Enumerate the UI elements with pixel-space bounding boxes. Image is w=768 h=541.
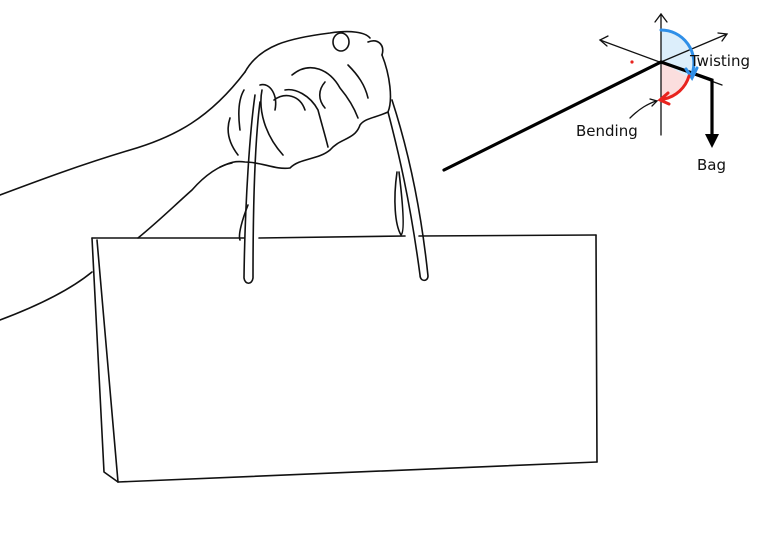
bag-left-side-outer — [91, 237, 119, 483]
left-handle — [243, 94, 261, 285]
bag-top-edge-right — [418, 234, 597, 237]
bag-left-side-inner — [96, 239, 119, 483]
bending-pointer-arrowhead — [649, 98, 659, 107]
finger-3-edge — [284, 88, 329, 148]
handle-line — [442, 60, 663, 172]
bending-pointer — [629, 100, 657, 119]
force-diagram: Twisting Bending Bag — [442, 12, 750, 174]
wrist-outline — [137, 162, 233, 239]
bag-bottom-edge — [117, 461, 598, 483]
bending-fill — [661, 62, 690, 100]
finger-4-crease — [318, 81, 326, 109]
bending-label: Bending — [576, 122, 638, 140]
finger-1 — [238, 89, 245, 131]
finger-3 — [273, 94, 306, 111]
bag-handles — [238, 94, 429, 285]
twisting-label: Twisting — [689, 52, 750, 70]
finger-2 — [259, 83, 277, 111]
twisting-arc — [659, 28, 696, 76]
marker-dot — [630, 60, 634, 64]
finger-2-edge — [260, 89, 284, 156]
bag-arrowhead-icon — [705, 134, 719, 148]
arm-upper-outline — [0, 71, 246, 196]
finger-1-curve — [227, 117, 239, 156]
bag-right-edge — [595, 234, 598, 463]
bag-top-edge-mid — [258, 235, 406, 239]
hand-top — [244, 30, 371, 73]
finger-4 — [291, 66, 359, 119]
palm-line — [347, 64, 369, 99]
right-handle-loop — [394, 171, 404, 236]
bending-arrowhead-icon — [657, 91, 671, 106]
arm — [0, 71, 246, 321]
thumb-tip — [332, 32, 350, 52]
left-handle-fold — [238, 204, 249, 241]
depth-axis-arrowhead — [717, 32, 729, 42]
bag-body — [91, 234, 598, 483]
bag-label: Bag — [697, 156, 726, 174]
twisting-arrowhead-icon — [684, 66, 699, 81]
vertical-axis-arrowhead — [654, 12, 668, 23]
horizontal-axis-arrowhead-left — [598, 35, 609, 47]
depth-axis — [660, 33, 728, 63]
knuckle — [367, 40, 384, 56]
hand — [219, 30, 392, 170]
bag-load-line — [659, 60, 714, 140]
arm-lower-outline — [0, 271, 93, 321]
right-handle — [387, 99, 429, 282]
bending-arc — [662, 74, 691, 101]
